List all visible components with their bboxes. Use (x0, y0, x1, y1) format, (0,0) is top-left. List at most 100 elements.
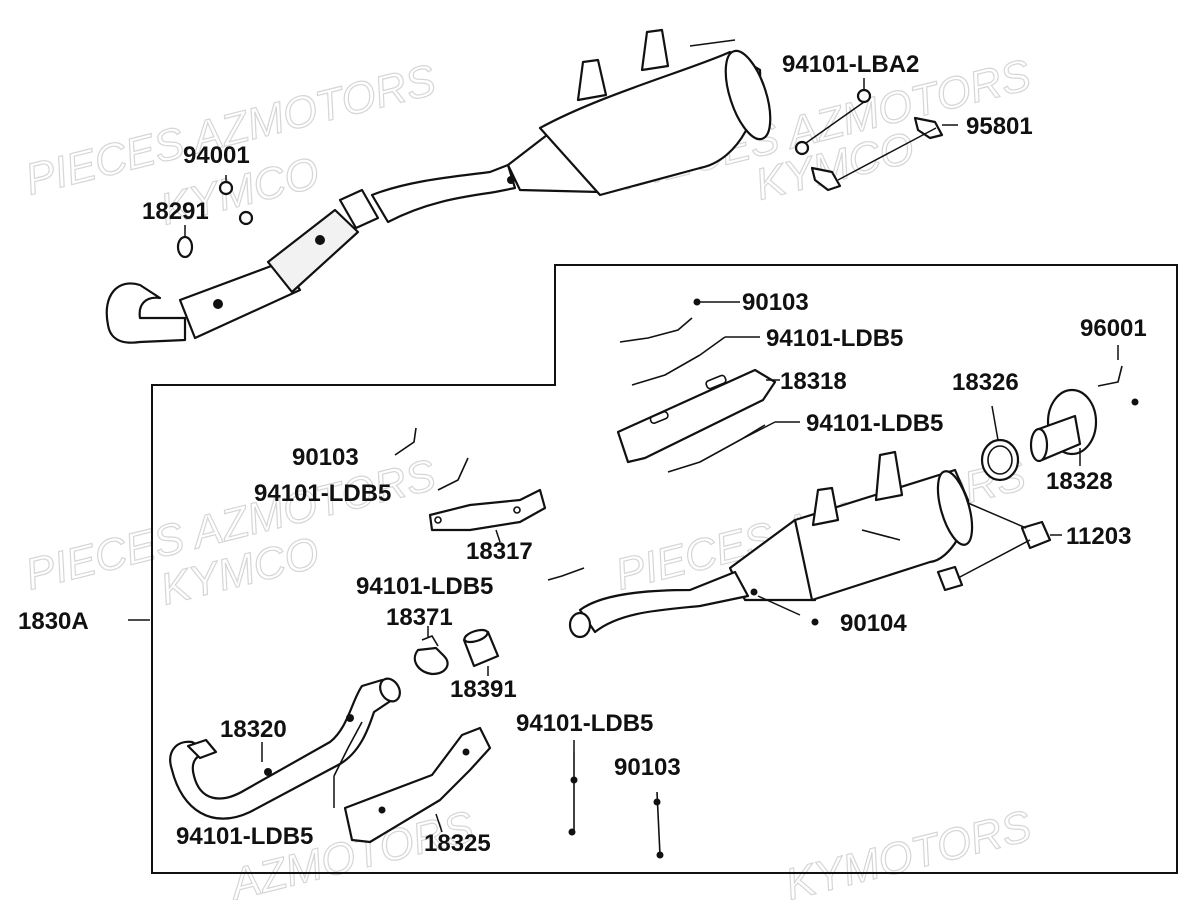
heat-shield-18318 (616, 368, 777, 464)
label-94101-ldb5-b: 94101-LDB5 (806, 410, 943, 437)
label-18318: 18318 (780, 368, 847, 395)
nut-90104 (811, 618, 819, 626)
gasket-18326-inner (987, 445, 1013, 475)
top-sensor-boss (315, 235, 325, 245)
top-mount-bracket (576, 58, 608, 102)
muffler-bracket (874, 450, 904, 502)
clamp-94101-ldb5-c (437, 457, 469, 491)
spark-arrestor-tip (1029, 427, 1049, 463)
leader-18317 (495, 529, 501, 543)
label-18328: 18328 (1046, 468, 1113, 495)
washer-94101-lba2 (794, 140, 810, 156)
label-94101-ldb5-f: 94101-LDB5 (176, 823, 313, 850)
shield-hole (434, 516, 442, 524)
nut-90104 (750, 588, 758, 596)
clamp-94101-ldb5-d (547, 567, 585, 581)
top-muffler-seam (689, 39, 736, 47)
header-boss (264, 768, 272, 776)
heat-shield-18317 (428, 488, 547, 532)
top-header-pipe (178, 260, 302, 340)
leader-94101-ldb5-b (739, 421, 776, 441)
nut-94001 (218, 180, 234, 196)
top-muffler-endcap (724, 49, 772, 141)
leader-18325 (435, 813, 443, 833)
assembly-frame (151, 264, 1178, 874)
clamp-94101-ldb5-f (333, 721, 363, 777)
top-link-pipe (370, 163, 517, 224)
label-90103-bottom: 90103 (614, 754, 681, 781)
label-18317: 18317 (466, 538, 533, 565)
top-header-midpipe (266, 208, 360, 294)
label-96001: 96001 (1080, 315, 1147, 342)
clamp-screw (653, 798, 661, 806)
leader-18326 (991, 405, 999, 441)
shield-screw (462, 748, 470, 756)
shield-slot (705, 374, 727, 390)
gasket-18391-top (463, 628, 489, 644)
label-94101-ldb5-e: 94101-LDB5 (516, 710, 653, 737)
grommet-11203 (936, 565, 964, 592)
label-94101-ldb5-c: 94101-LDB5 (254, 480, 391, 507)
shield-slot (649, 410, 669, 424)
gasket-18291 (176, 235, 194, 259)
grommet-11203 (1020, 520, 1052, 550)
shield-screw (378, 806, 386, 814)
label-11203: 11203 (1066, 523, 1131, 550)
leader-90104 (757, 595, 801, 616)
muffler-inlet-mouth (568, 611, 592, 639)
leader-95801 (837, 127, 937, 181)
label-1830a: 1830A (18, 608, 89, 635)
header-flange (186, 738, 218, 760)
leader-11203 (957, 539, 1031, 579)
screw-96001 (1097, 365, 1123, 387)
screw-96001 (1131, 398, 1139, 406)
label-94101-lba2: 94101-LBA2 (782, 51, 919, 78)
label-94001: 94001 (183, 142, 250, 169)
muffler-endcap (936, 470, 974, 546)
label-18371: 18371 (386, 604, 453, 631)
muffler-inlet-pipe (578, 570, 750, 634)
leader-94101-lba2 (805, 101, 865, 144)
top-sensor-boss (213, 299, 223, 309)
clamp-screw (570, 776, 578, 784)
label-94101-ldb5-d: 94101-LDB5 (356, 573, 493, 600)
label-18291: 18291 (142, 198, 209, 225)
top-mount-bracket (640, 28, 670, 72)
label-18391: 18391 (450, 676, 517, 703)
nut-94001 (238, 210, 254, 226)
heat-shield-18325 (343, 726, 492, 844)
label-90103-left: 90103 (292, 444, 359, 471)
washer-94101-lba2 (856, 88, 872, 104)
screw-90103 (693, 298, 701, 306)
header-pipe-end (379, 677, 401, 703)
muffler-bracket (811, 486, 840, 527)
label-94101-ldb5-a: 94101-LDB5 (766, 325, 903, 352)
part-labels: 94101-LBA2 95801 94001 18291 90103 94101… (18, 51, 1147, 857)
top-header-flange (105, 282, 187, 344)
muffler-pointer (861, 529, 901, 541)
exhaust-complete-top (105, 28, 772, 344)
label-90103-top: 90103 (742, 289, 809, 316)
screw-90103-left (394, 427, 417, 456)
clamp-screw (568, 828, 576, 836)
bolt-95801 (810, 166, 842, 192)
hose-clamp (619, 317, 693, 343)
label-90104: 90104 (840, 610, 907, 637)
leader-11203 (967, 502, 1027, 529)
clamp-18371-bolt (421, 635, 439, 647)
clamp-18371 (413, 646, 449, 676)
leader-94101-ldb5-a (699, 336, 726, 356)
top-clamp (338, 188, 380, 230)
header-boss (346, 714, 354, 722)
label-18320: 18320 (220, 716, 287, 743)
bolt-95801 (913, 116, 944, 140)
clamp-screw (656, 851, 664, 859)
hose-clamp (631, 354, 701, 386)
top-muffler-body (538, 50, 762, 197)
label-18326: 18326 (952, 369, 1019, 396)
hose-clamp (667, 424, 766, 473)
label-18325: 18325 (424, 830, 491, 857)
top-link-bolt (507, 176, 515, 184)
shield-hole (513, 506, 521, 514)
